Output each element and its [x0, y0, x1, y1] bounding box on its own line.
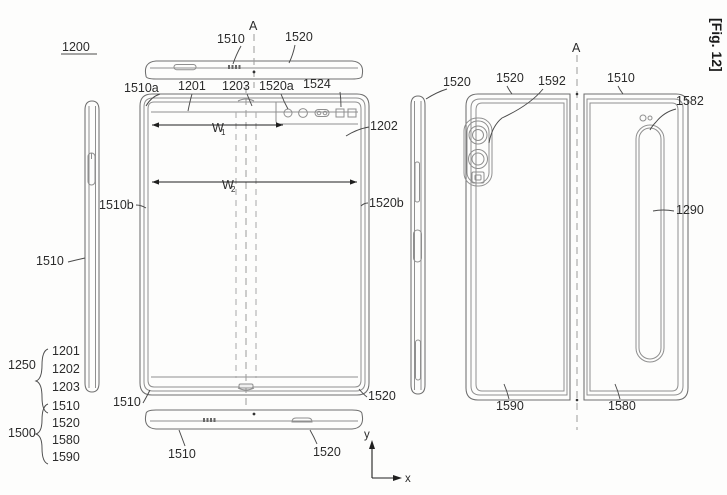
speaker-pill	[173, 64, 197, 71]
rear-flash-square	[471, 171, 485, 184]
label-front-bottom-right: 1520	[368, 389, 396, 403]
bottom-edge-view: 1510 1520	[144, 409, 364, 461]
bracket-1250-group: 1250	[8, 358, 36, 372]
bracket-1250-member-0: 1201	[52, 344, 80, 358]
front-sensor-cluster	[283, 108, 357, 118]
camera-circle-2	[298, 108, 308, 118]
dimension-w1-label: W	[212, 121, 224, 135]
label-back-1592: 1592	[538, 74, 566, 88]
bracket-group-1250: 1250 1201 1202 1203	[8, 344, 80, 414]
label-back-1520: 1520	[496, 71, 524, 85]
right-side-view: 1520	[410, 75, 471, 395]
label-front-1202: 1202	[370, 119, 398, 133]
rear-lens-1	[468, 125, 488, 145]
bracket-1500-member-1: 1520	[52, 416, 80, 430]
label-back-1582: 1582	[676, 94, 704, 108]
back-view: A 1520 1592 1510 1582 1290 1590	[463, 41, 704, 430]
dimension-w2: W 2	[152, 178, 357, 194]
label-side-left-1510: 1510	[36, 254, 64, 268]
bracket-1500-member-2: 1580	[52, 433, 80, 447]
bracket-1500-group: 1500	[8, 426, 36, 440]
label-front-1203: 1203	[222, 79, 250, 93]
label-back-1590: 1590	[496, 399, 524, 413]
camera-circle-1	[283, 108, 293, 118]
bracket-1250-member-2: 1203	[52, 380, 80, 394]
secondary-display-strip-1290	[635, 124, 665, 363]
assembly-id: 1200	[61, 40, 97, 55]
label-front-1524: 1524	[303, 77, 331, 91]
section-mark-a-back: A	[572, 41, 581, 55]
label-top-view-right: 1520	[285, 30, 313, 44]
right-side-slot	[415, 339, 421, 381]
right-side-volume-key	[414, 161, 420, 203]
figure-tag: [Fig. 12]	[709, 18, 725, 72]
coordinate-axis-indicator: y x	[364, 429, 411, 485]
label-front-1201: 1201	[178, 79, 206, 93]
sensor-square-1	[335, 108, 345, 118]
label-back-1510: 1510	[607, 71, 635, 85]
sensor-pill	[314, 109, 330, 117]
bracket-group-1500: 1500 1510 1520 1580 1590	[8, 399, 80, 465]
rear-sensor-dots-1582	[639, 114, 653, 122]
mic-grille-top	[228, 65, 241, 69]
label-top-view-left: 1510	[217, 32, 245, 46]
assembly-id-text: 1200	[62, 40, 90, 54]
right-side-power-key	[413, 229, 422, 263]
top-edge-view: A 1510 1520	[144, 19, 364, 88]
usb-port	[291, 417, 313, 423]
bracket-1250-member-1: 1202	[52, 362, 80, 376]
label-side-right-1520: 1520	[443, 75, 471, 89]
dimension-w1: W 1	[152, 121, 283, 137]
rear-lens-2	[468, 149, 488, 169]
section-mark-a-top: A	[249, 19, 258, 33]
figure-tag-text: [Fig. 12]	[709, 18, 725, 72]
dimension-w1-sub: 1	[221, 128, 226, 137]
bracket-1500-member-3: 1590	[52, 450, 80, 464]
dimension-w2-sub: 2	[231, 185, 236, 194]
left-side-view: 1510	[36, 100, 100, 393]
axis-y-label: y	[364, 429, 370, 441]
label-back-1580: 1580	[608, 399, 636, 413]
bracket-1500-member-0: 1510	[52, 399, 80, 413]
label-back-1290: 1290	[676, 203, 704, 217]
front-unfolded-view: W 1 W 2 1510a 1201 1203 1520a 1524 1	[99, 77, 404, 409]
axis-x-label: x	[405, 473, 411, 485]
label-front-bottom-left: 1510	[113, 395, 141, 409]
label-bottom-view-right: 1520	[313, 445, 341, 459]
sensor-square-2	[347, 108, 357, 118]
mic-grille-bottom	[203, 418, 216, 422]
label-front-1510a: 1510a	[124, 81, 159, 95]
dimension-w2-label: W	[222, 178, 234, 192]
label-bottom-view-left: 1510	[168, 447, 196, 461]
label-front-1510b: 1510b	[99, 198, 134, 212]
rear-camera-module	[463, 117, 493, 187]
label-front-1520b: 1520b	[369, 196, 404, 210]
label-front-1520a: 1520a	[259, 79, 294, 93]
